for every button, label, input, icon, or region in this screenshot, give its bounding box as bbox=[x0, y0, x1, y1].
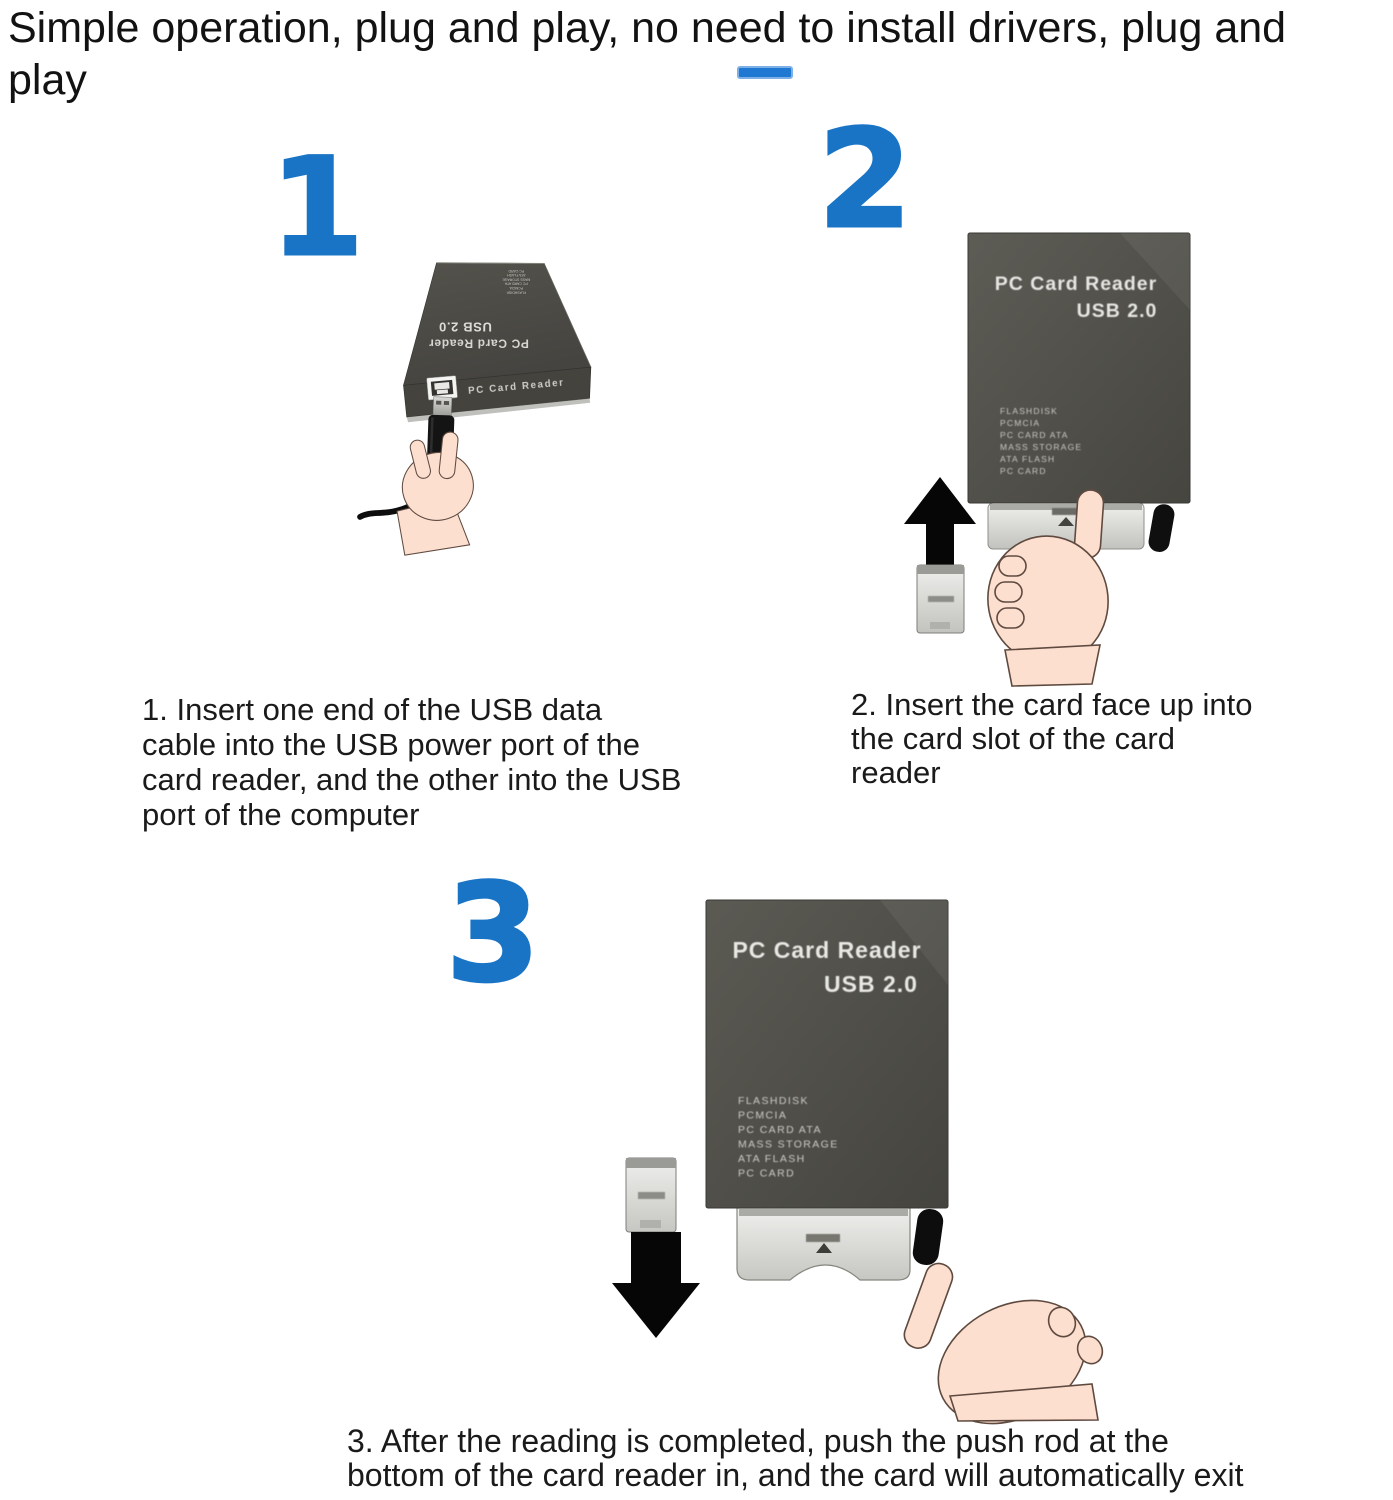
reader-usb-label-rotated: USB 2.0 bbox=[438, 319, 491, 334]
slot-arrow-mark bbox=[1058, 517, 1074, 526]
caption-line: card reader, and the other into the USB bbox=[142, 762, 682, 797]
reader-base-sliver bbox=[406, 398, 591, 423]
reader-usb-label: USB 2.0 bbox=[824, 971, 918, 997]
format-item: FLASHDISK bbox=[738, 1095, 809, 1107]
caption-line: reader bbox=[851, 755, 941, 790]
format-item: ATA FLASH bbox=[738, 1153, 806, 1165]
format-item: ATA FLASH bbox=[507, 273, 526, 277]
up-arrow-icon bbox=[904, 477, 976, 568]
format-item: PC CARD ATA bbox=[738, 1124, 822, 1136]
hand-holding-plug-illustration bbox=[396, 431, 474, 556]
reader-name-label: PC Card Reader bbox=[732, 937, 921, 963]
push-rod bbox=[1148, 504, 1175, 552]
step3-number: 3 bbox=[445, 855, 542, 1012]
format-item: PC CARD ATA bbox=[504, 282, 527, 286]
reader-top-edge-highlight bbox=[436, 262, 545, 264]
step2-caption: 2. Insert the card face up into the card… bbox=[851, 688, 1253, 790]
format-item: PC CARD bbox=[738, 1168, 795, 1180]
reader-right-edge-highlight bbox=[543, 263, 592, 368]
step2-number: 2 bbox=[817, 101, 914, 258]
format-item: MASS STORAGE bbox=[1000, 442, 1082, 452]
reader-name-label-rotated: PC Card Reader bbox=[429, 336, 529, 350]
step2-illustration: PC Card Reader USB 2.0 FLASHDISK PCMCIA … bbox=[904, 232, 1191, 687]
thumbs-up-hand-illustration bbox=[987, 489, 1109, 687]
step3-illustration: PC Card Reader USB 2.0 FLASHDISK PCMCIA … bbox=[612, 899, 1104, 1425]
format-item: MASS STORAGE bbox=[502, 277, 531, 281]
reader-formats-list: FLASHDISK PCMCIA PC CARD ATA MASS STORAG… bbox=[738, 1095, 839, 1180]
card-reader-front: PC Card Reader USB 2.0 FLASHDISK PCMCIA … bbox=[705, 899, 949, 1209]
step3-caption: 3. After the reading is completed, push … bbox=[347, 1424, 1243, 1492]
pc-card-adapter bbox=[625, 1157, 677, 1233]
down-arrow-icon bbox=[612, 1232, 700, 1338]
format-item: PCMCIA bbox=[509, 286, 523, 290]
page-title: Simple operation, plug and play, no need… bbox=[8, 2, 1390, 106]
card-reader-front: PC Card Reader USB 2.0 FLASHDISK PCMCIA … bbox=[967, 232, 1191, 504]
page-title-line2: play bbox=[8, 56, 87, 104]
caption-line: port of the computer bbox=[142, 797, 420, 832]
step1-caption: 1. Insert one end of the USB data cable … bbox=[142, 692, 681, 832]
slot-arrow-mark bbox=[816, 1243, 832, 1253]
caption-line: bottom of the card reader in, and the ca… bbox=[347, 1457, 1244, 1493]
usb-plug bbox=[427, 396, 455, 463]
caption-line: the card slot of the card bbox=[851, 721, 1175, 756]
slot-label-smudge bbox=[806, 1234, 840, 1242]
format-item: FLASHDISK bbox=[506, 290, 526, 294]
slot-label-smudge bbox=[1052, 508, 1082, 515]
caption-line: 1. Insert one end of the USB data bbox=[142, 692, 603, 727]
pointing-finger-hand-illustration bbox=[903, 1262, 1104, 1425]
caption-line: 3. After the reading is completed, push … bbox=[347, 1423, 1169, 1459]
step1-illustration: USB 2.0 PC Card Reader FLASHDISK PCMCIA … bbox=[357, 262, 592, 556]
format-item: PC CARD bbox=[508, 269, 524, 273]
format-item: PC CARD bbox=[1000, 466, 1047, 476]
format-item: FLASHDISK bbox=[1000, 406, 1058, 416]
page-title-line1: Simple operation, plug and play, no need… bbox=[8, 4, 1287, 52]
card-slot bbox=[736, 1207, 911, 1281]
caption-line: cable into the USB power port of the bbox=[142, 727, 641, 762]
reader-name-label: PC Card Reader bbox=[995, 273, 1157, 295]
push-rod bbox=[912, 1209, 944, 1265]
reader-formats-rotated: FLASHDISK PCMCIA PC CARD ATA MASS STORAG… bbox=[502, 269, 531, 294]
format-item: PCMCIA bbox=[1000, 418, 1040, 428]
step1-number: 1 bbox=[269, 129, 366, 286]
reader-usb-label: USB 2.0 bbox=[1077, 300, 1158, 322]
format-item: ATA FLASH bbox=[1000, 454, 1055, 464]
reader-top-face bbox=[403, 262, 592, 386]
format-item: PCMCIA bbox=[738, 1110, 787, 1122]
reader-formats-list: FLASHDISK PCMCIA PC CARD ATA MASS STORAG… bbox=[1000, 406, 1082, 476]
usb-b-port bbox=[426, 375, 458, 401]
title-divider-dash bbox=[737, 66, 793, 79]
pc-card-adapter bbox=[916, 564, 965, 634]
format-item: MASS STORAGE bbox=[738, 1139, 839, 1151]
format-item: PC CARD ATA bbox=[1000, 430, 1069, 440]
caption-line: 2. Insert the card face up into bbox=[851, 687, 1253, 722]
